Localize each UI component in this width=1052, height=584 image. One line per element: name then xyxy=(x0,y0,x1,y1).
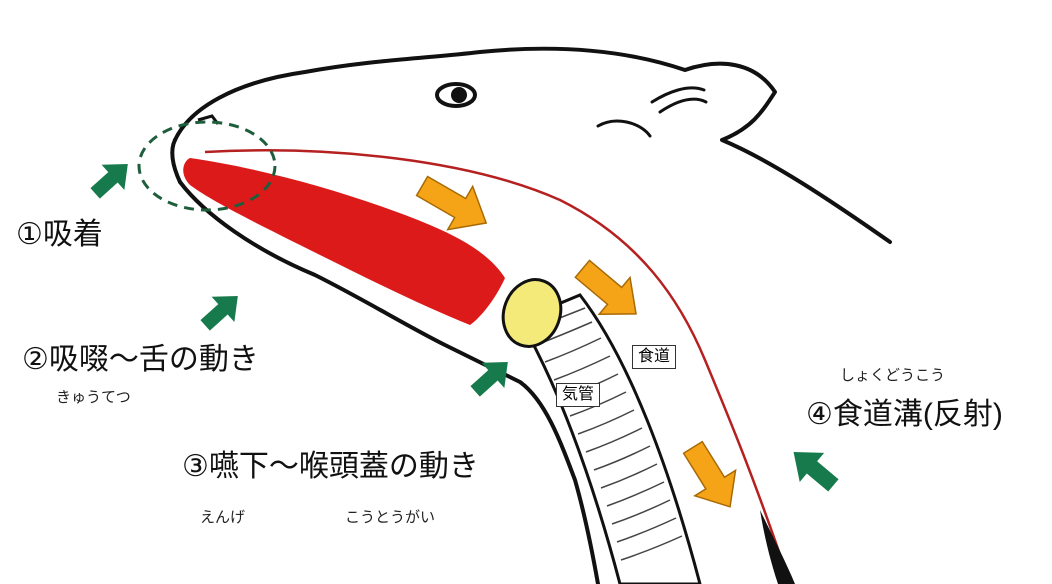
label-swallowing: ③嚥下～喉頭蓋の動き xyxy=(182,452,479,482)
pointer-arrow-4 xyxy=(781,437,845,500)
pointer-arrow-2 xyxy=(194,283,249,338)
ruby-epiglottis: こうとうがい xyxy=(345,510,435,525)
label-esophagus: 食道 xyxy=(632,345,676,369)
pupil xyxy=(451,87,467,103)
ear xyxy=(598,88,706,136)
label-suction: ①吸着 xyxy=(16,220,103,250)
flow-arrow-3 xyxy=(673,435,751,520)
ruby-swallowing: えんげ xyxy=(200,510,245,525)
muzzle-outline xyxy=(172,140,180,182)
label-esophageal-groove: ④食道溝(反射) xyxy=(806,400,1003,430)
ruby-sucking: きゅうてつ xyxy=(56,390,131,405)
pointer-arrow-1 xyxy=(84,151,139,206)
ruby-esophageal-groove: しょくどうこう xyxy=(840,368,945,383)
esophageal-groove xyxy=(760,510,795,584)
label-sucking: ②吸啜～舌の動き xyxy=(22,345,259,375)
label-trachea: 気管 xyxy=(556,383,600,407)
